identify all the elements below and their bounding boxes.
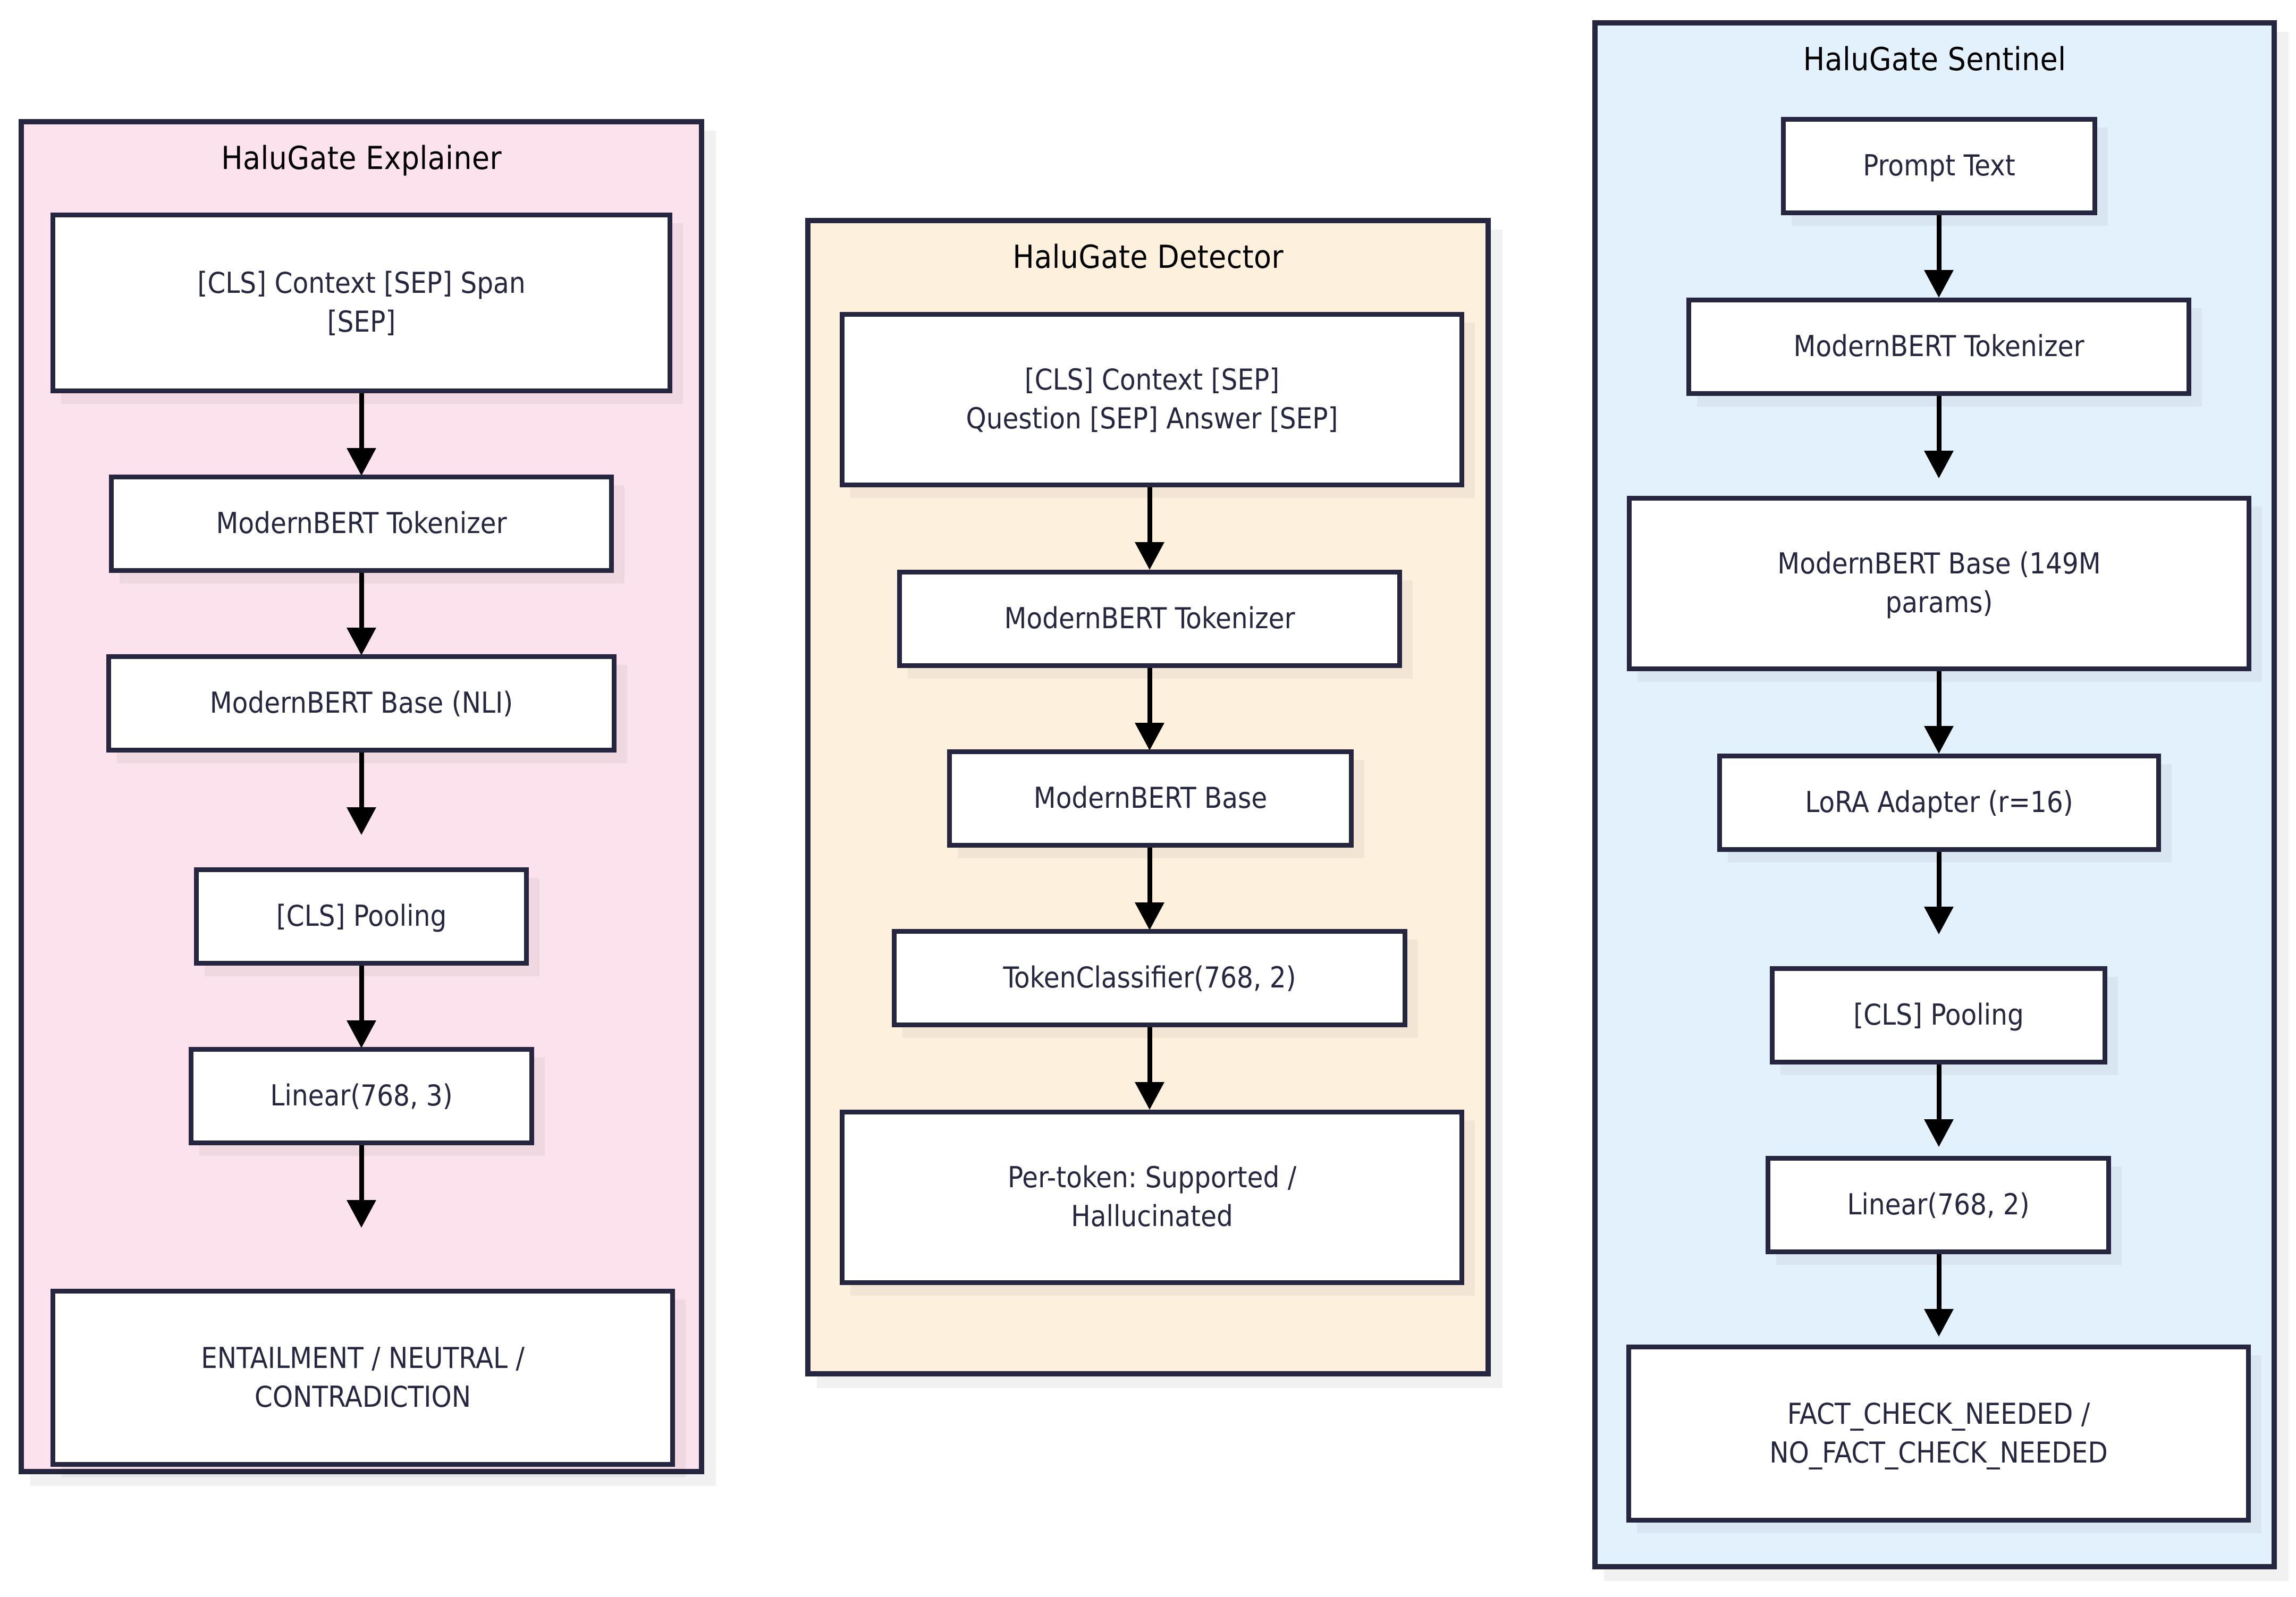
node-label-line1: ModernBERT Base: [1033, 781, 1268, 815]
node-explainer-linear: Linear(768, 3): [189, 1047, 534, 1145]
node-explainer-output: ENTAILMENT / NEUTRAL / CONTRADICTION: [50, 1289, 675, 1467]
subgraph-title-sentinel: HaluGate Sentinel: [1803, 41, 2066, 78]
node-label-line1: FACT_CHECK_NEEDED /: [1787, 1397, 2090, 1431]
node-sentinel-lora: LoRA Adapter (r=16): [1717, 754, 2161, 852]
node-label-line1: ModernBERT Tokenizer: [1004, 602, 1295, 636]
node-label-line1: Linear(768, 3): [270, 1079, 453, 1113]
node-label-line1: [CLS] Pooling: [1853, 998, 2024, 1032]
subgraph-title-explainer: HaluGate Explainer: [221, 140, 502, 177]
node-label-line1: Linear(768, 2): [1847, 1188, 2030, 1222]
node-label-line1: Prompt Text: [1863, 149, 2015, 183]
node-label-line1: ModernBERT Base (149M: [1777, 547, 2101, 581]
node-label-line2: CONTRADICTION: [254, 1380, 471, 1414]
node-label-line2: [SEP]: [327, 305, 396, 339]
node-sentinel-tokenizer: ModernBERT Tokenizer: [1686, 298, 2191, 396]
node-detector-input: [CLS] Context [SEP] Question [SEP] Answe…: [840, 312, 1464, 487]
node-sentinel-linear: Linear(768, 2): [1766, 1156, 2111, 1254]
node-detector-output: Per-token: Supported / Hallucinated: [840, 1110, 1464, 1285]
node-label-line2: Question [SEP] Answer [SEP]: [966, 402, 1338, 435]
node-sentinel-prompt: Prompt Text: [1781, 117, 2097, 215]
node-detector-classifier: TokenClassifier(768, 2): [892, 929, 1407, 1027]
node-explainer-base: ModernBERT Base (NLI): [106, 654, 617, 753]
node-label-line2: params): [1885, 586, 1993, 619]
node-sentinel-pooling: [CLS] Pooling: [1770, 966, 2107, 1064]
node-detector-base: ModernBERT Base: [947, 749, 1354, 848]
node-sentinel-base: ModernBERT Base (149M params): [1627, 496, 2251, 671]
node-explainer-pooling: [CLS] Pooling: [194, 867, 529, 966]
node-label-line1: Per-token: Supported /: [1007, 1161, 1297, 1195]
node-label-line1: [CLS] Context [SEP] Span: [197, 266, 526, 300]
node-sentinel-output: FACT_CHECK_NEEDED / NO_FACT_CHECK_NEEDED: [1626, 1345, 2251, 1523]
node-label-line1: ModernBERT Tokenizer: [216, 506, 507, 540]
node-detector-tokenizer: ModernBERT Tokenizer: [897, 570, 1402, 668]
node-explainer-tokenizer: ModernBERT Tokenizer: [109, 475, 614, 573]
node-label-line2: NO_FACT_CHECK_NEEDED: [1769, 1435, 2108, 1469]
node-label-line1: LoRA Adapter (r=16): [1805, 785, 2073, 819]
node-label-line1: TokenClassifier(768, 2): [1003, 961, 1296, 995]
node-label-line1: ModernBERT Tokenizer: [1793, 329, 2084, 364]
node-label-line1: ENTAILMENT / NEUTRAL /: [201, 1341, 525, 1375]
node-explainer-input: [CLS] Context [SEP] Span [SEP]: [50, 213, 672, 393]
node-label-line1: ModernBERT Base (NLI): [209, 686, 513, 720]
node-label-line1: [CLS] Pooling: [276, 899, 447, 933]
node-label-line1: [CLS] Context [SEP]: [1024, 363, 1280, 397]
node-label-line2: Hallucinated: [1071, 1199, 1233, 1233]
subgraph-title-detector: HaluGate Detector: [1012, 239, 1284, 276]
